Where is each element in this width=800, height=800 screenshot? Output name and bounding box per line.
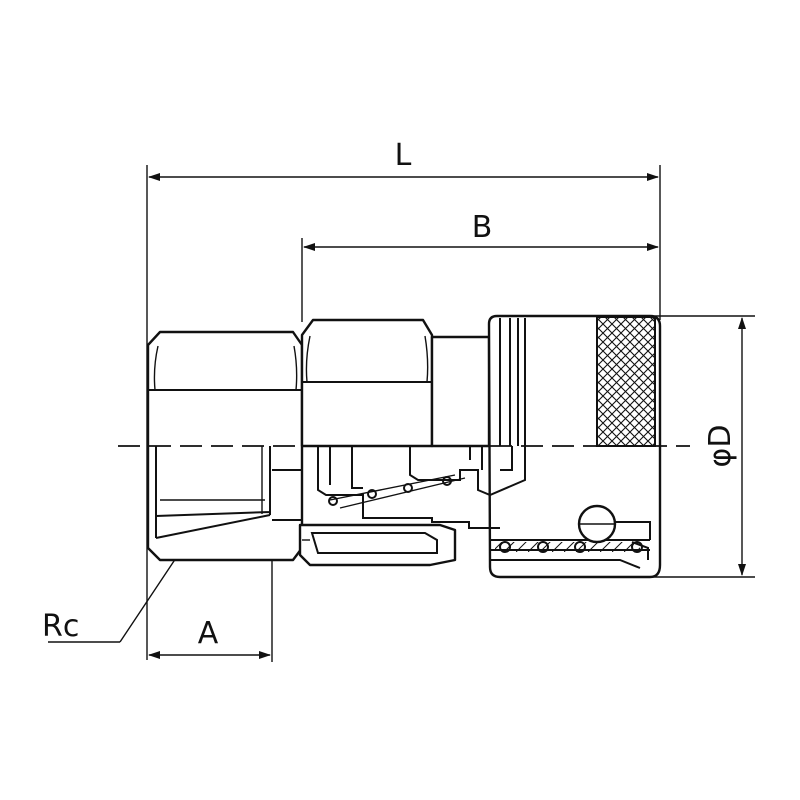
dimension-b: B	[303, 210, 659, 251]
rc-leader: Rc	[42, 512, 207, 644]
dimension-d: φD	[703, 317, 746, 576]
dimension-l-label: L	[395, 138, 412, 173]
outer-spring	[495, 541, 643, 553]
inner-spring	[328, 474, 466, 509]
knurled-grip	[596, 316, 656, 447]
dimension-l: L	[148, 138, 659, 181]
dimension-b-label: B	[472, 210, 493, 245]
internal-mechanism	[298, 446, 651, 569]
rc-label: Rc	[42, 609, 79, 644]
dimension-a: A	[148, 616, 271, 659]
dimension-a-label: A	[198, 616, 219, 651]
dimension-d-label: φD	[703, 425, 738, 468]
socket-hex-nut	[300, 318, 491, 448]
